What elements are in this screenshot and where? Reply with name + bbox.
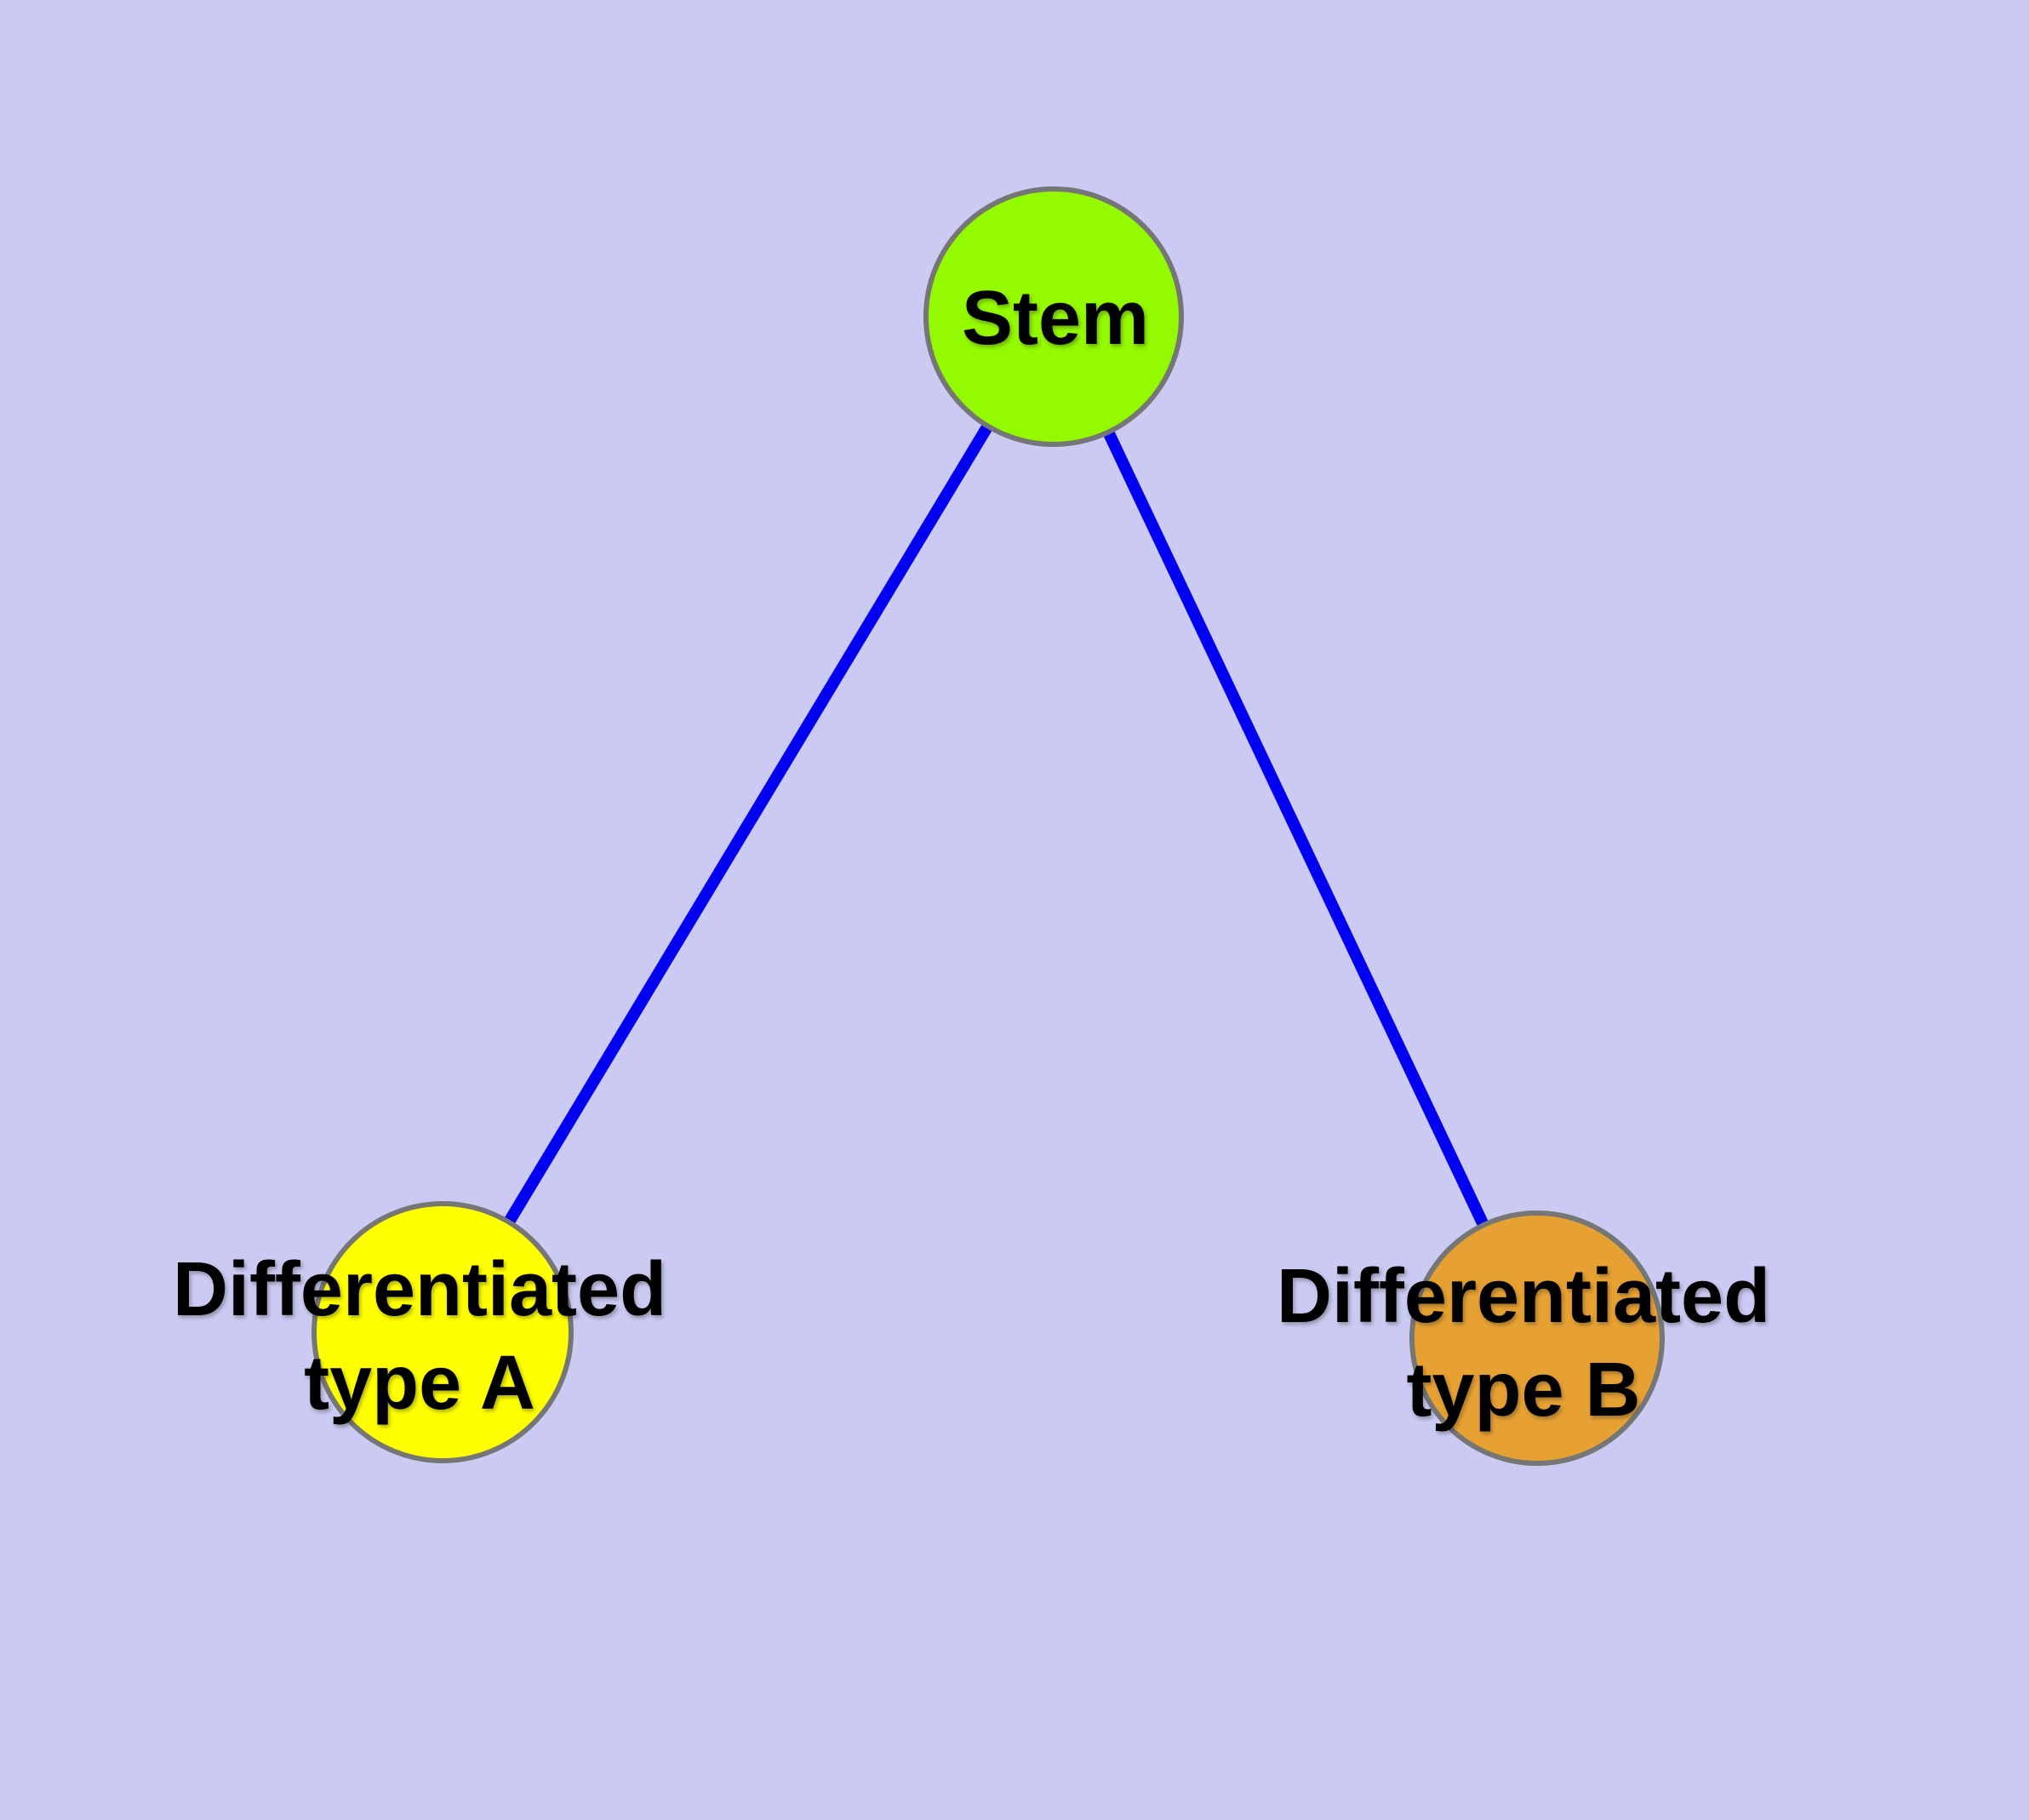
edge-stem-typeB bbox=[1048, 314, 1543, 1341]
node-typeA-circle bbox=[311, 1201, 574, 1463]
node-typeB-circle bbox=[1409, 1210, 1665, 1466]
node-stem-circle bbox=[923, 186, 1184, 447]
edge-stem-typeA bbox=[437, 313, 1059, 1336]
